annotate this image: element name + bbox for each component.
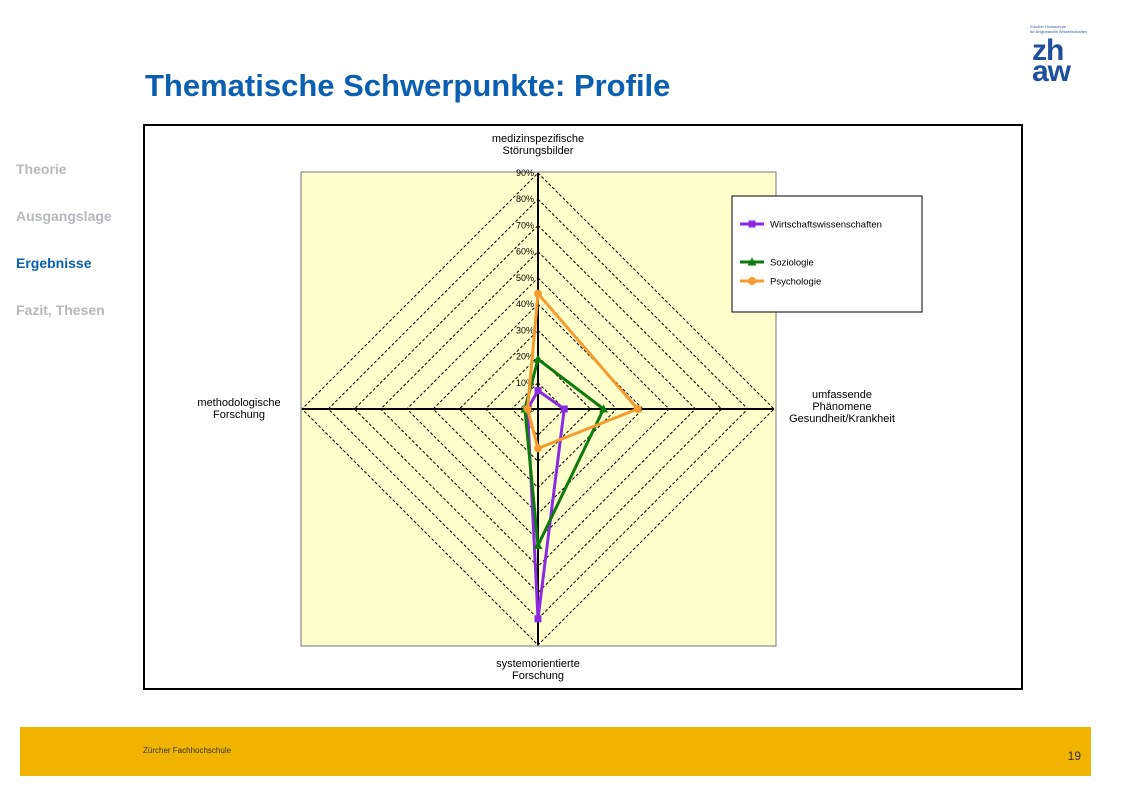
data-point: [534, 615, 542, 623]
tick-label: 10%: [516, 378, 534, 388]
tick-label: 20%: [516, 352, 534, 362]
tick-label: 40%: [516, 299, 534, 309]
grid-ring: [353, 224, 723, 594]
logo-mark-bottom: aw: [1032, 55, 1071, 88]
tick-label: 80%: [516, 194, 534, 204]
grid-ring: [327, 198, 749, 620]
legend: [731, 195, 923, 313]
data-point: [633, 405, 642, 413]
footer-text: Zürcher Fachhochschule: [143, 746, 232, 755]
tick-label: 50%: [516, 273, 534, 283]
nav-item-ausgangslage[interactable]: Ausgangslage: [16, 208, 112, 224]
nav-item-theorie[interactable]: Theorie: [16, 161, 67, 177]
logo-line-2: für Angewandte Wissenschaften: [1030, 29, 1088, 34]
section-nav: Theorie Ausgangslage Ergebnisse Fazit, T…: [16, 160, 112, 348]
tick-label: 30%: [516, 325, 534, 335]
legend-marker: [748, 220, 756, 228]
logo-mark-top: zh: [1032, 34, 1064, 67]
legend-label: Wirtschaftswissenschaften: [770, 220, 882, 231]
legend-label: Psychologie: [770, 277, 821, 288]
legend-marker: [747, 257, 757, 266]
data-point: [599, 404, 609, 413]
tick-label: 60%: [516, 247, 534, 257]
nav-item-fazit[interactable]: Fazit, Thesen: [16, 302, 105, 318]
slide-title: Thematische Schwerpunkte: Profile: [145, 68, 671, 103]
nav-item-ergebnisse[interactable]: Ergebnisse: [16, 255, 92, 271]
data-point: [534, 289, 542, 298]
logo-mark: zh aw: [1032, 34, 1071, 88]
page-number: 19: [1067, 749, 1081, 763]
data-point: [533, 540, 543, 549]
radar-chart: 0%10%20%30%40%50%60%70%80%90%medizinspez…: [197, 133, 923, 682]
logo-line-1: Zürcher Hochschule: [1030, 24, 1066, 29]
data-point: [534, 444, 542, 453]
footer-bar: Zürcher Fachhochschule 19: [20, 727, 1091, 776]
data-point: [560, 405, 568, 413]
data-point: [533, 354, 543, 363]
chart-frame: 0%10%20%30%40%50%60%70%80%90%medizinspez…: [143, 124, 1023, 690]
tick-label: 90%: [516, 168, 534, 178]
legend-label: Soziologie: [770, 258, 814, 269]
legend-marker: [748, 277, 756, 285]
tick-label: 70%: [516, 220, 534, 230]
data-point: [523, 405, 532, 413]
zhaw-logo: Zürcher Hochschule für Angewandte Wissen…: [1028, 20, 1108, 92]
data-point: [534, 387, 542, 395]
grid-ring: [484, 355, 592, 463]
